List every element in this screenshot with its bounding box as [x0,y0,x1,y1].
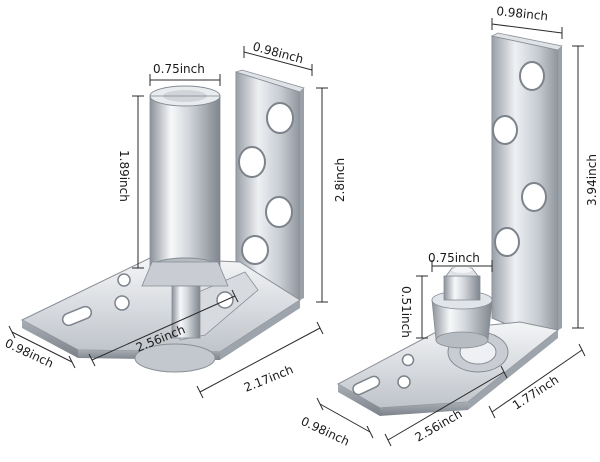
left-pin [141,85,229,339]
left-pin-height-dimension: 1.89inch [117,95,144,269]
left-bracket-width-label: 0.98inch [251,39,305,66]
left-pin-diameter-label: 0.75inch [153,62,205,76]
right-pin-height-label: 0.51inch [399,286,413,338]
right-plate-width-label: 0.98inch [299,414,352,449]
left-pin-diameter-dimension: 0.75inch [149,62,221,86]
left-bracket-width-dimension: 0.98inch [243,39,313,76]
right-pin-diameter-dimension: 0.75inch [428,251,493,272]
right-pin [431,267,493,349]
right-base-length-label: 1.77inch [510,373,561,413]
left-bracket-height-dimension: 2.8inch [316,87,347,303]
left-bracket-holes [238,102,294,265]
right-base-plate [336,321,560,416]
left-pin-height-label: 1.89inch [117,150,131,202]
right-pin-height-dimension: 0.51inch [399,275,428,339]
right-bracket-height-dimension: 3.94inch [572,45,599,329]
left-hinge: 0.75inch 1.89inch 0.98inch 2.8inch 0.98i… [3,39,347,399]
right-bracket-width-dimension: 0.98inch [491,4,563,39]
right-pin-diameter-label: 0.75inch [428,251,480,265]
left-base-length-label: 2.17inch [242,362,295,394]
right-hinge: 0.98inch 3.94inch 0.75inch 0.51inch 0.98… [299,4,599,449]
right-bracket-width-label: 0.98inch [496,4,549,23]
right-bracket-height-label: 3.94inch [585,154,599,206]
right-bracket-holes [492,61,547,257]
left-bracket-height-label: 2.8inch [333,158,347,202]
